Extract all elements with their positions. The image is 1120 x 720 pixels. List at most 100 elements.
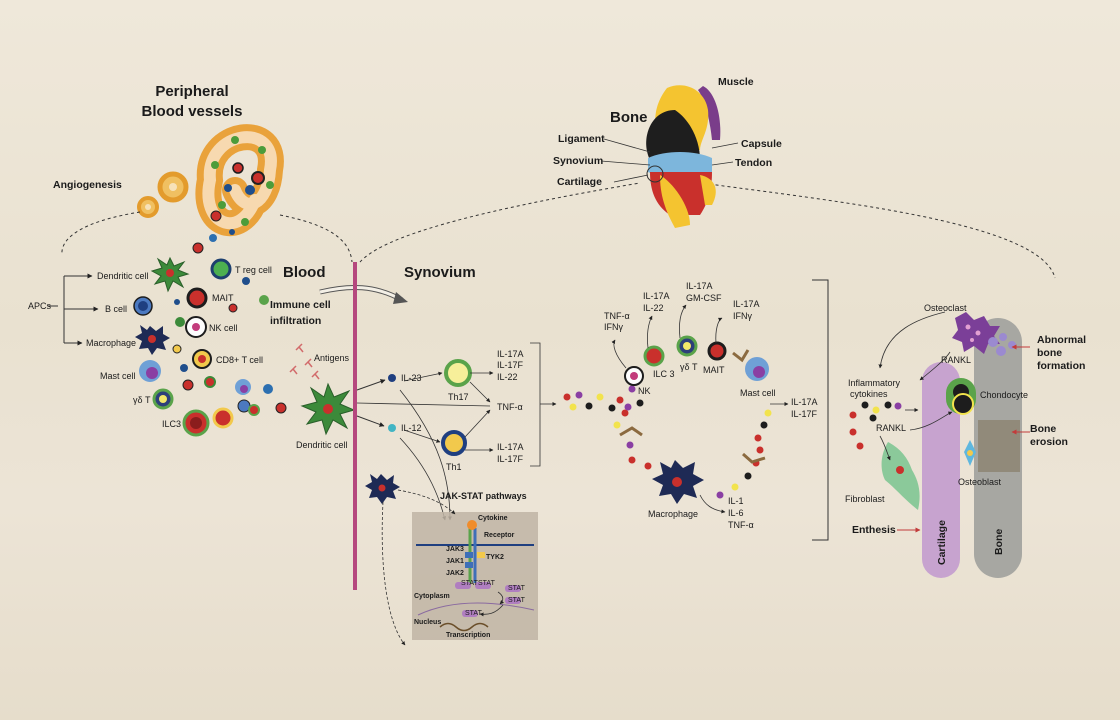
joint-leader-lines [600,138,739,183]
chondocyte-icon [946,378,976,415]
zoom-line-left [61,211,141,256]
jak-stat-5: STAT [465,610,483,617]
jak-stat-title: JAK-STAT pathways [440,491,527,501]
tissue-dendritic-cell-label: Dendritic cell [296,440,348,450]
zoom-line-right [279,214,353,263]
ilc3-out-2: IL-22 [643,303,664,313]
rankl-label-2: RANKL [876,423,906,433]
gamma-delta-t-icon [152,388,174,410]
il12-cytokine [356,415,396,432]
abnormal-bone-cells [988,333,1016,356]
synovium-title: Synovium [404,264,476,281]
macrophage-synovium-label: Macrophage [648,509,698,519]
il12-label: IL-12 [401,423,422,433]
osteoblast-label: Osteoblast [958,477,1002,487]
tyk2-label: TYK2 [486,554,504,561]
jak-return-arrow [381,501,406,646]
antigens-icon [289,343,320,380]
osteoclast-label: Osteoclast [924,303,967,313]
ilc3-label: ILC3 [162,419,181,429]
mait-icon [186,287,208,309]
macrophage-synovium-icon [652,460,704,504]
gdt-synovium-icon [676,335,698,357]
mast-synovium-label: Mast cell [740,388,776,398]
bone-column-label: Bone [993,529,1005,555]
abnormal-bone-line2: bone [1037,347,1062,359]
nk-synovium-label: NK [638,386,651,396]
rankl-label-1: RANKL [941,355,971,365]
nk-cell-icon [185,316,207,338]
tissue-dendritic-cell-icon [300,382,356,436]
chondocyte-label: Chondocyte [980,390,1028,400]
mait-out-2: IFNγ [733,311,752,321]
th-arrows [399,342,557,521]
th17-out-2: IL-17F [497,360,524,370]
blood-title: Blood [283,264,326,281]
cartilage-column [922,362,960,578]
macrophage-icon [135,325,170,355]
abnormal-bone-line1: Abnormal [1037,334,1086,346]
angiogenesis-rings [137,171,189,218]
gdt-out-2: GM-CSF [686,293,722,303]
mait-synovium-label: MAIT [703,365,725,375]
peripheral-title: Peripheral [155,83,228,100]
joint-zoom-line-left [359,182,641,263]
blood-cell-cloud [172,242,287,429]
fibroblast-icon [881,442,920,510]
blood-vessel [195,124,284,237]
jak-stat-2: STAT [478,580,496,587]
mast-out-1: IL-17A [791,397,818,407]
th1-cell-icon [441,430,467,456]
bone-erosion-line2: erosion [1030,436,1068,448]
jak-stat-3: STAT [508,585,526,592]
blood-synovium-divider [353,262,357,590]
mac-out-2: IL-6 [728,508,744,518]
blood-vessels-title: Blood vessels [142,103,243,120]
dc-to-tnfa-line [356,402,491,407]
nk-synovium-icon [624,366,644,386]
bone-column [974,318,1022,578]
capsule-label: Capsule [741,138,782,150]
synovial-cell-ring [613,349,772,499]
mait-out-1: IL-17A [733,299,760,309]
mast-cell-label: Mast cell [100,371,136,381]
ilc3-synovium-icon [643,345,665,367]
treg-icon [210,258,232,280]
mait-label: MAIT [212,293,234,303]
antigens-label: Antigens [314,353,350,363]
th1-label: Th1 [446,462,462,472]
immune-infiltration-line2: infiltration [270,315,321,327]
tnf-alpha-label: TNF-α [497,402,523,412]
nk-out-2: IFNγ [604,322,623,332]
immune-infiltration-line1: Immune cell [270,299,331,311]
cytokine-dots [563,391,616,412]
angiogenesis-label: Angiogenesis [53,179,122,191]
th1-out-2: IL-17F [497,454,524,464]
ilc3-icon [182,409,210,437]
mast-cell-icon [139,360,161,382]
mait-synovium-icon [707,341,727,361]
ilc3-out-1: IL-17A [643,291,670,301]
cd8-t-cell-icon [192,349,212,369]
jak3-label: JAK3 [446,546,464,553]
tendon-label: Tendon [735,157,772,169]
inflammatory-cytokines-line2: cytokines [850,389,888,399]
synovium-output-arrows [611,304,789,514]
th17-label: Th17 [448,392,469,402]
synovium-joint-label: Synovium [553,155,603,167]
b-cell-icon [133,296,153,316]
inflammatory-cytokines-line1: Inflammatory [848,378,901,388]
cartilage-joint-label: Cartilage [557,176,602,188]
cartilage-column-label: Cartilage [936,520,948,565]
enthesis-label: Enthesis [852,524,896,536]
th17-out-1: IL-17A [497,349,524,359]
jak2-label: JAK2 [446,570,464,577]
transcription-label: Transcription [446,632,490,639]
th17-cell-icon [444,359,472,387]
jak-stat-4: STAT [508,597,526,604]
macrophage-label: Macrophage [86,338,136,348]
il23-cytokine [356,374,396,391]
fibroblast-label: Fibroblast [845,494,885,504]
